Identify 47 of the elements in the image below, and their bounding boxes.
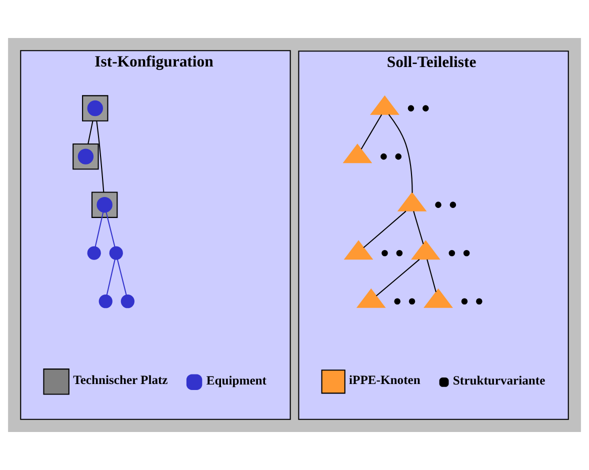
connector [426,259,436,292]
legend-label: Technischer Platz [73,372,168,387]
node-triangle [356,288,386,308]
node-circle [476,298,482,305]
connector [96,120,104,192]
node-circle [422,105,429,112]
cluster [82,95,108,122]
connector [116,259,127,296]
node-circle [87,100,103,116]
node-circle [394,298,400,305]
node-circle [87,246,101,260]
node-circle [450,202,456,208]
node-circle [98,294,112,308]
node-circle [408,298,416,305]
node-triangle [344,240,374,260]
node-triangle [370,95,400,115]
node-circle [461,298,468,305]
connector [94,212,104,247]
node-circle [96,196,112,213]
connector [376,259,420,296]
connector [106,212,116,247]
node-circle [408,105,414,112]
connector [106,259,116,296]
connector [88,120,94,144]
node-triangle [397,192,427,212]
connector [413,211,424,244]
connector [363,210,406,248]
node-circle [395,153,402,160]
legend-label: iPPE-Knoten [349,372,420,387]
node-circle [382,250,388,256]
connector [388,114,413,193]
node-circle [448,250,456,256]
node-circle [120,294,134,308]
node-triangle [410,240,440,260]
node-circle [109,246,123,260]
legend-label: Strukturvariante [452,373,546,388]
node-circle [435,202,442,208]
legend-label: Equipment [206,373,266,388]
node-circle [396,250,403,256]
node-circle [463,250,470,256]
node-circle [380,153,387,160]
node-triangle [424,288,453,308]
node-circle [78,148,94,164]
cluster [72,143,99,170]
cluster [91,192,118,218]
connector [360,114,382,150]
node-triangle [342,144,372,164]
